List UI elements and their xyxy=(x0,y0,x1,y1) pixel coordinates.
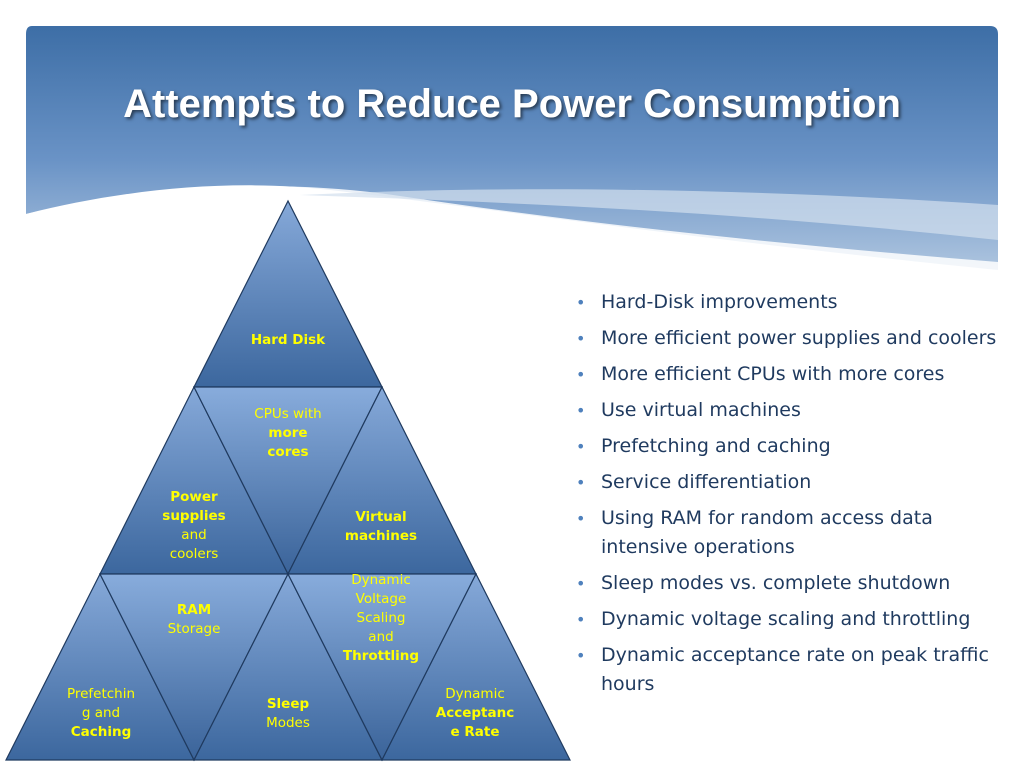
bullet-item: •Using RAM for random access data intens… xyxy=(574,504,1019,562)
triangle-hard-disk xyxy=(193,199,383,388)
bullet-dot-icon: • xyxy=(576,401,586,420)
label-accept: Dynamic Acceptanc e Rate xyxy=(435,686,515,740)
label-sleep: Sleep Modes xyxy=(266,696,310,731)
bullet-dot-icon: • xyxy=(576,574,586,593)
label-hard-disk: Hard Disk xyxy=(250,332,326,348)
bullet-item: •Dynamic voltage scaling and throttling xyxy=(574,605,1019,634)
bullet-dot-icon: • xyxy=(576,646,586,665)
label-virtual: Virtual machines xyxy=(344,509,418,544)
bullet-item: •More efficient CPUs with more cores xyxy=(574,360,1019,389)
bullet-list: •Hard-Disk improvements •More efficient … xyxy=(574,288,1019,706)
label-dvs: Dynamic Voltage Scaling and Throttling xyxy=(342,572,420,664)
label-power: Power supplies and coolers xyxy=(162,489,226,562)
bullet-item: •Hard-Disk improvements xyxy=(574,288,1019,317)
bullet-item: •Service differentiation xyxy=(574,468,1019,497)
bullet-item: •Prefetching and caching xyxy=(574,432,1019,461)
triangle-accept xyxy=(381,572,571,761)
bullet-item: •Sleep modes vs. complete shutdown xyxy=(574,569,1019,598)
title-banner xyxy=(26,26,998,272)
bullet-item: •More efficient power supplies and coole… xyxy=(574,324,1019,353)
label-prefetch: Prefetchin g and Caching xyxy=(66,686,136,740)
bullet-item: •Use virtual machines xyxy=(574,396,1019,425)
bullet-dot-icon: • xyxy=(576,610,586,629)
bullet-dot-icon: • xyxy=(576,437,586,456)
label-cpus: CPUs with more cores xyxy=(254,406,322,460)
bullet-dot-icon: • xyxy=(576,293,586,312)
bullet-dot-icon: • xyxy=(576,329,586,348)
slide-title: Attempts to Reduce Power Consumption xyxy=(123,82,901,126)
bullet-item: •Dynamic acceptance rate on peak traffic… xyxy=(574,641,1019,699)
label-ram: RAM Storage xyxy=(167,602,221,637)
bullet-dot-icon: • xyxy=(576,473,586,492)
bullet-dot-icon: • xyxy=(576,509,586,528)
bullet-dot-icon: • xyxy=(576,365,586,384)
